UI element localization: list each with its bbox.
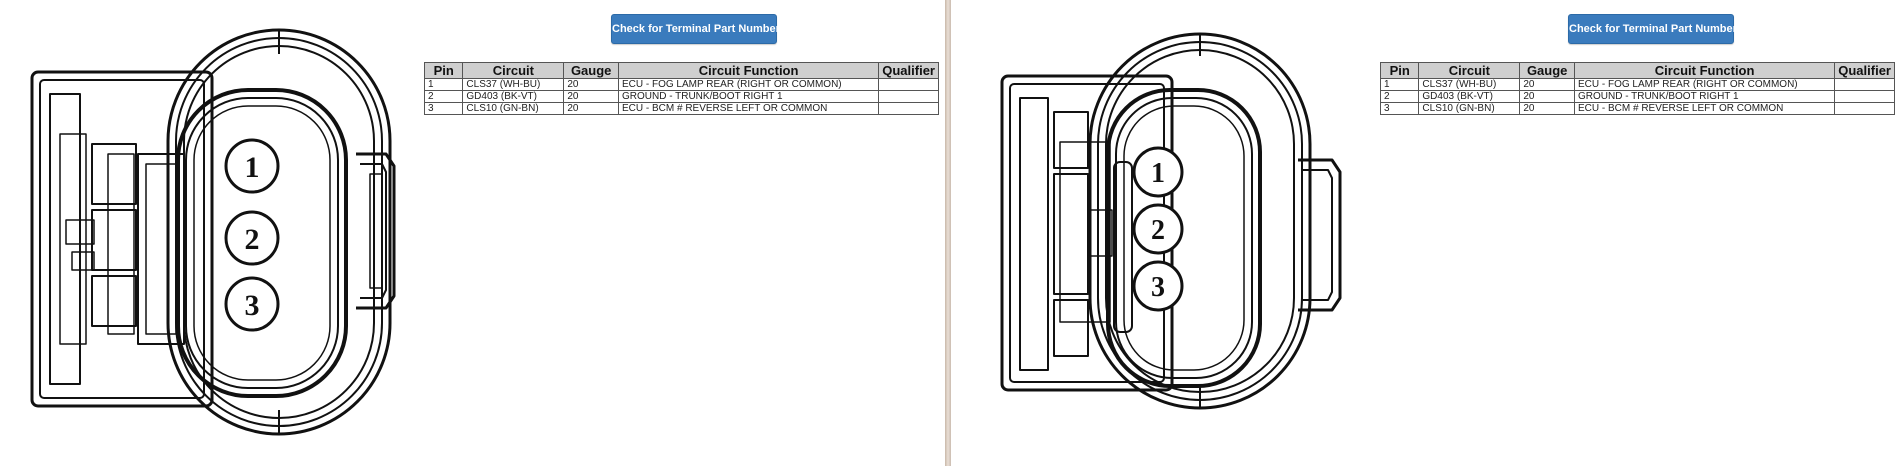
- cell-circuit: CLS10 (GN-BN): [462, 102, 565, 115]
- cell-circuit: GD403 (BK-VT): [1418, 90, 1521, 103]
- connector-face-diagram: 1 2 3: [1000, 32, 1342, 410]
- table-row: 3 CLS10 (GN-BN) 20 ECU - BCM # REVERSE L…: [423, 102, 939, 115]
- cell-qualifier: [1834, 102, 1895, 115]
- pane-divider: [945, 0, 951, 466]
- terminal-part-numbers-button[interactable]: Check for Terminal Part Numbers: [611, 14, 786, 44]
- pin-2-label: 2: [1151, 215, 1165, 246]
- connector-face-diagram: 1 2 3: [30, 28, 396, 436]
- cell-circuit-function: ECU - BCM # REVERSE LEFT OR COMMON: [617, 102, 880, 115]
- cell-circuit: CLS37 (WH-BU): [1418, 78, 1521, 91]
- header-circuit: Circuit: [462, 62, 565, 79]
- pin-2-cavity: [224, 210, 280, 266]
- pin-cavities: 1 2 3: [1132, 146, 1184, 312]
- pin-3-cavity: [224, 276, 280, 332]
- pin-1-cavity: [1132, 146, 1184, 198]
- cell-pin: 1: [1379, 78, 1420, 91]
- header-pin: Pin: [423, 62, 464, 79]
- pin-table-header: Pin Circuit Gauge Circuit Function Quali…: [423, 62, 939, 79]
- header-pin: Pin: [1379, 62, 1420, 79]
- pin-3-cavity: [1132, 260, 1184, 312]
- header-qualifier: Qualifier: [1834, 62, 1895, 79]
- header-circuit: Circuit: [1418, 62, 1521, 79]
- table-row: 1 CLS37 (WH-BU) 20 ECU - FOG LAMP REAR (…: [1379, 78, 1895, 91]
- right-pane: Check for Terminal Part Numbers: [951, 0, 1900, 466]
- cell-gauge: 20: [563, 78, 619, 91]
- cell-gauge: 20: [1519, 78, 1575, 91]
- table-row: 2 GD403 (BK-VT) 20 GROUND - TRUNK/BOOT R…: [423, 90, 939, 103]
- header-gauge: Gauge: [563, 62, 619, 79]
- cell-gauge: 20: [563, 90, 619, 103]
- pin-1-label: 1: [245, 151, 260, 184]
- cell-pin: 2: [1379, 90, 1420, 103]
- pin-cavities: 1 2 3: [224, 138, 280, 332]
- pin-2-label: 2: [245, 223, 260, 256]
- cell-qualifier: [878, 78, 939, 91]
- pin-1-cavity: [224, 138, 280, 194]
- cell-circuit-function: GROUND - TRUNK/BOOT RIGHT 1: [617, 90, 880, 103]
- table-row: 2 GD403 (BK-VT) 20 GROUND - TRUNK/BOOT R…: [1379, 90, 1895, 103]
- cell-circuit: CLS37 (WH-BU): [462, 78, 565, 91]
- table-row: 3 CLS10 (GN-BN) 20 ECU - BCM # REVERSE L…: [1379, 102, 1895, 115]
- cell-gauge: 20: [1519, 102, 1575, 115]
- cell-circuit-function: ECU - FOG LAMP REAR (RIGHT OR COMMON): [1573, 78, 1836, 91]
- cell-pin: 2: [423, 90, 464, 103]
- header-gauge: Gauge: [1519, 62, 1575, 79]
- cell-circuit: CLS10 (GN-BN): [1418, 102, 1521, 115]
- cell-circuit-function: ECU - FOG LAMP REAR (RIGHT OR COMMON): [617, 78, 880, 91]
- left-pane: Check for Terminal Part Numbers: [0, 0, 945, 466]
- cell-circuit-function: ECU - BCM # REVERSE LEFT OR COMMON: [1573, 102, 1836, 115]
- pin-3-label: 3: [1151, 272, 1165, 303]
- cell-pin: 3: [1379, 102, 1420, 115]
- cell-qualifier: [1834, 78, 1895, 91]
- cell-qualifier: [1834, 90, 1895, 103]
- cell-gauge: 20: [563, 102, 619, 115]
- header-circuit-function: Circuit Function: [1573, 62, 1836, 79]
- pin-2-cavity: [1132, 203, 1184, 255]
- cell-qualifier: [878, 90, 939, 103]
- header-qualifier: Qualifier: [878, 62, 939, 79]
- terminal-part-numbers-button[interactable]: Check for Terminal Part Numbers: [1568, 14, 1743, 44]
- pin-table: Pin Circuit Gauge Circuit Function Quali…: [423, 62, 939, 115]
- cell-circuit-function: GROUND - TRUNK/BOOT RIGHT 1: [1573, 90, 1836, 103]
- table-row: 1 CLS37 (WH-BU) 20 ECU - FOG LAMP REAR (…: [423, 78, 939, 91]
- cell-gauge: 20: [1519, 90, 1575, 103]
- pin-1-label: 1: [1151, 158, 1165, 189]
- pin-table: Pin Circuit Gauge Circuit Function Quali…: [1379, 62, 1895, 115]
- pin-3-label: 3: [245, 289, 260, 322]
- cell-pin: 1: [423, 78, 464, 91]
- pin-table-header: Pin Circuit Gauge Circuit Function Quali…: [1379, 62, 1895, 79]
- cell-pin: 3: [423, 102, 464, 115]
- cell-qualifier: [878, 102, 939, 115]
- cell-circuit: GD403 (BK-VT): [462, 90, 565, 103]
- header-circuit-function: Circuit Function: [617, 62, 880, 79]
